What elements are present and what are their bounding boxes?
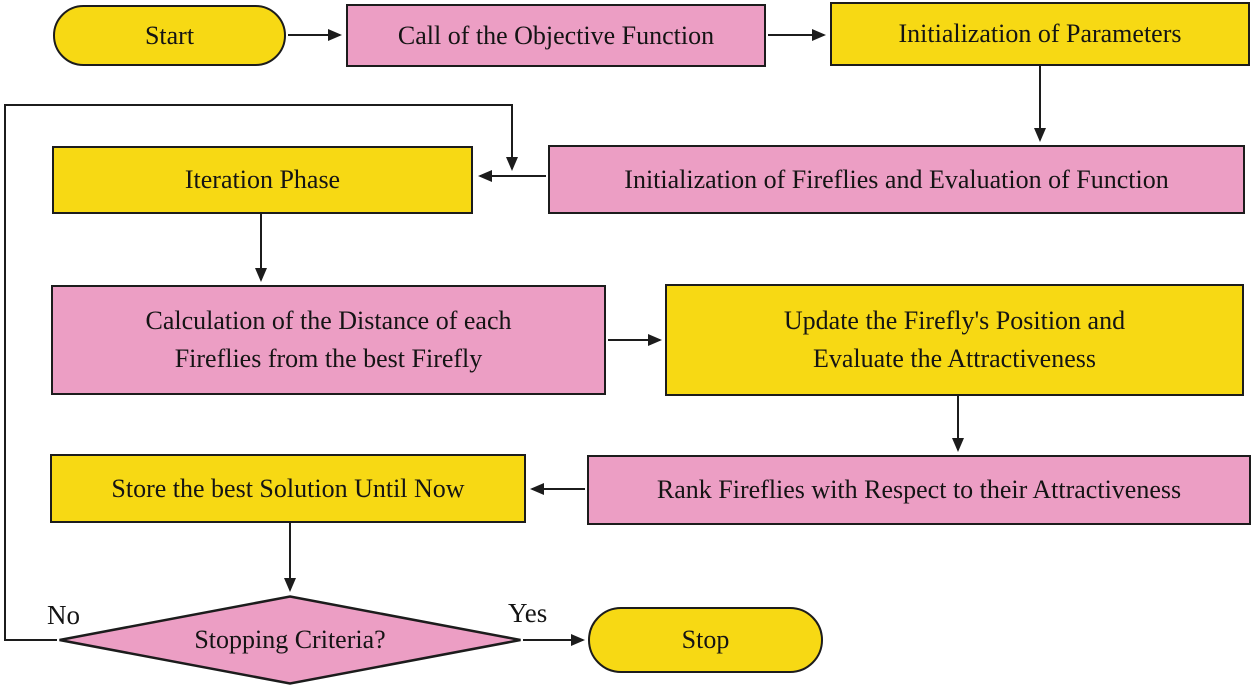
node-rank-fireflies: Rank Fireflies with Respect to their Att… (587, 455, 1251, 525)
node-label: Update the Firefly's Position and Evalua… (783, 306, 1126, 373)
node-stopping-criteria: Stopping Criteria? (57, 595, 523, 685)
node-label: Calculation of the Distance of each Fire… (145, 306, 512, 373)
node-initialization-of-fireflies: Initialization of Fireflies and Evaluati… (548, 145, 1245, 214)
node-calculation-of-distance: Calculation of the Distance of each Fire… (51, 285, 606, 395)
node-label: Stop (681, 625, 730, 655)
node-start: Start (53, 5, 286, 66)
node-initialization-of-parameters: Initialization of Parameters (830, 2, 1250, 66)
node-label: Iteration Phase (184, 165, 341, 195)
node-label: Initialization of Parameters (898, 19, 1182, 49)
node-label: Call of the Objective Function (397, 20, 715, 50)
node-iteration-phase: Iteration Phase (52, 146, 473, 214)
node-label: Start (144, 20, 195, 50)
node-call-objective-function: Call of the Objective Function (346, 4, 766, 67)
node-label: Store the best Solution Until Now (111, 473, 465, 503)
node-stop: Stop (588, 607, 823, 673)
node-label: Initialization of Fireflies and Evaluati… (624, 164, 1169, 194)
node-update-firefly-position: Update the Firefly's Position and Evalua… (665, 284, 1244, 396)
node-store-best-solution: Store the best Solution Until Now (50, 454, 526, 523)
node-label: Rank Fireflies with Respect to their Att… (656, 475, 1182, 505)
diamond-shape (59, 595, 521, 685)
branch-label-no: No (47, 600, 80, 630)
node-label: Stopping Criteria? (194, 625, 386, 654)
branch-label-yes: Yes (508, 598, 548, 628)
